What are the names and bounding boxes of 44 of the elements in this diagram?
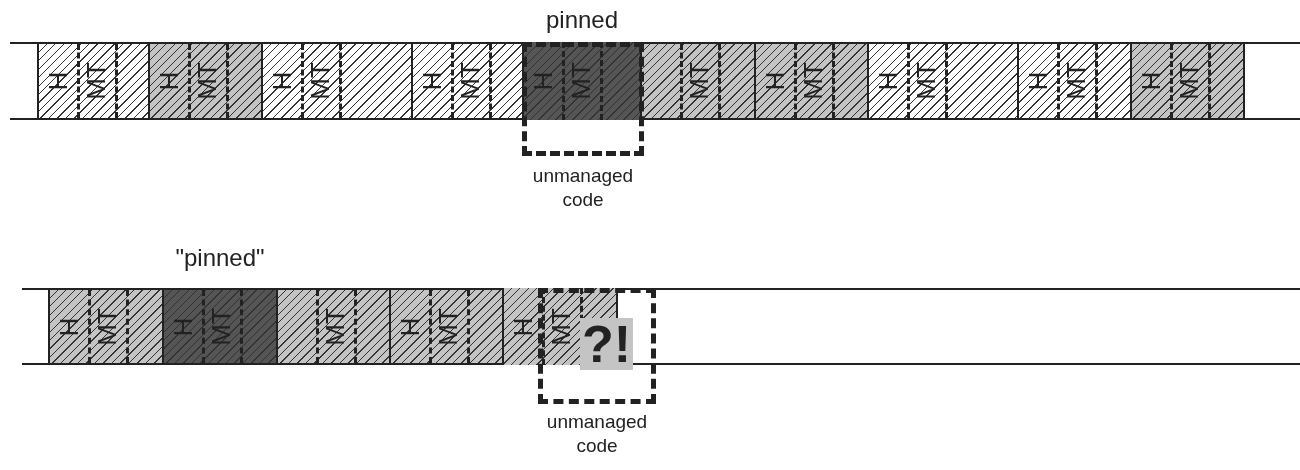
memory-object <box>1017 44 1132 118</box>
memory-heap-band <box>10 42 1300 120</box>
header-label: H <box>1138 71 1164 91</box>
method-table-label: MT <box>1063 62 1089 100</box>
memory-object <box>1130 44 1245 118</box>
method-table-label: MT <box>307 62 333 100</box>
region-caption: unmanaged code <box>531 164 635 212</box>
memory-object <box>640 44 756 118</box>
method-table-label: MT <box>686 62 712 100</box>
memory-object <box>522 42 642 120</box>
method-table-label: MT <box>194 62 220 100</box>
pinned-caption: "pinned" <box>174 244 266 272</box>
memory-object <box>261 44 413 118</box>
header-label: H <box>397 317 423 336</box>
question-exclamation-mark: ?! <box>580 318 634 370</box>
header-label: H <box>56 317 82 336</box>
memory-object <box>162 290 278 363</box>
header-label: H <box>762 71 788 91</box>
memory-object <box>48 290 164 363</box>
memory-object <box>276 290 391 363</box>
header-label: H <box>45 71 71 91</box>
memory-object <box>754 44 869 118</box>
method-table-label: MT <box>913 62 939 100</box>
method-table-label: MT <box>322 307 348 346</box>
header-label: H <box>510 317 536 336</box>
header-label: H <box>875 71 901 91</box>
method-table-label: MT <box>1176 62 1202 100</box>
region-caption: unmanaged code <box>545 410 649 458</box>
method-table-label: MT <box>548 307 574 346</box>
method-table-label: MT <box>435 307 461 346</box>
memory-object <box>389 290 504 363</box>
memory-object <box>148 44 263 118</box>
memory-object <box>867 44 1019 118</box>
memory-object <box>411 44 524 118</box>
method-table-label: MT <box>800 62 826 100</box>
memory-object <box>37 44 150 118</box>
header-label: H <box>1025 71 1051 91</box>
method-table-label: MT <box>83 62 109 100</box>
method-table-label: MT <box>94 307 120 346</box>
header-label: H <box>419 71 445 91</box>
pinned-caption: pinned <box>544 6 620 34</box>
method-table-label: MT <box>457 62 483 100</box>
header-label: H <box>269 71 295 91</box>
header-label: H <box>156 71 182 91</box>
